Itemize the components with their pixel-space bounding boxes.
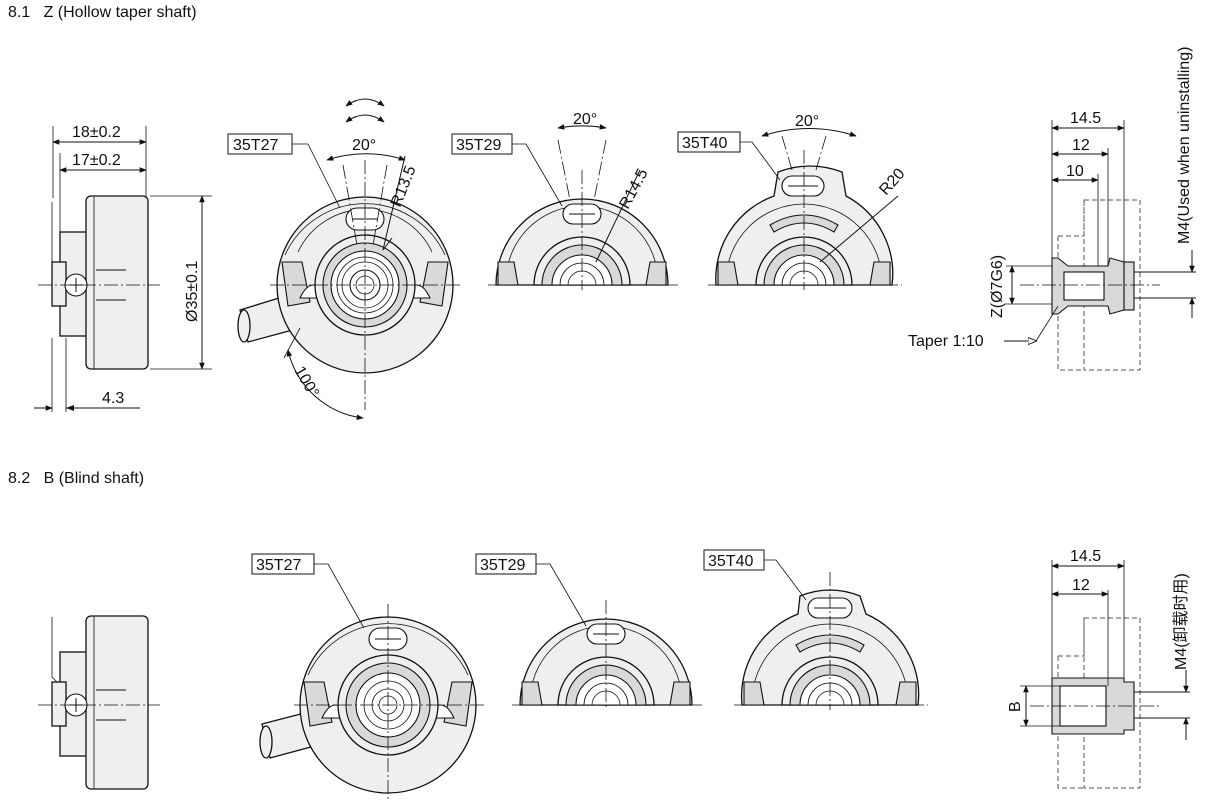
dim-body-width: 17±0.2 [72,152,121,169]
side-view-z: 18±0.2 17±0.2 Ø35±0.1 4.3 [34,124,212,412]
tag-35T29-b: 35T29 [480,557,525,574]
tag-35T40-b: 35T40 [708,553,753,570]
cable-angle: 100° [291,364,322,401]
tag-35T27-b: 35T27 [256,557,301,574]
radius-35T40: R20 [876,165,908,198]
radius-35T27: R13.5 [388,163,420,209]
angle-35T27: 20° [352,137,376,154]
view-35T29-b: 35T29 [475,553,704,710]
side-view-b [38,615,160,790]
angle-35T29: 20° [573,111,597,128]
taper-label: Taper 1:10 [908,333,984,350]
view-35T29-z: 20° R14.5 35T29 [451,111,680,290]
view-35T40-z: 20° R20 35T40 [677,113,909,290]
thread-note-z: M4(Used when uninstalling) [1176,47,1193,244]
view-35T40-b: 35T40 [703,549,928,710]
tag-35T40-z: 35T40 [682,135,727,152]
shaft-detail-b: 14.5 12 B M4(卸载时用) [1007,548,1190,789]
tag-35T29-z: 35T29 [456,137,501,154]
tag-35T27: 35T27 [233,137,278,154]
thread-note-b: M4(卸载时用) [1172,573,1190,670]
angle-35T40: 20° [795,113,819,130]
dim-flange: 4.3 [102,390,124,407]
dim-14-5-b: 14.5 [1070,548,1101,565]
dim-12-b: 12 [1072,577,1090,594]
dim-12-z: 12 [1072,137,1090,154]
dim-10-z: 10 [1066,163,1084,180]
front-view-35T27-b: 35T27 [251,553,484,800]
bore-z: Z(Ø7G6) [989,255,1006,318]
radius-35T29: R14.5 [617,166,652,212]
section-title-z: 8.1 Z (Hollow taper shaft) [8,4,197,21]
bore-b: B [1007,701,1024,712]
dim-diameter: Ø35±0.1 [184,261,201,322]
front-view-35T27-z: 20° R13.5 35T27 100° [227,98,460,420]
section-title-b: 8.2 B (Blind shaft) [8,470,145,487]
shaft-detail-z: 14.5 12 10 Z(Ø7G6) Taper 1:10 M4(Used wh… [908,47,1196,371]
dim-14-5-z: 14.5 [1070,110,1101,127]
dim-overall-width: 18±0.2 [72,124,121,141]
